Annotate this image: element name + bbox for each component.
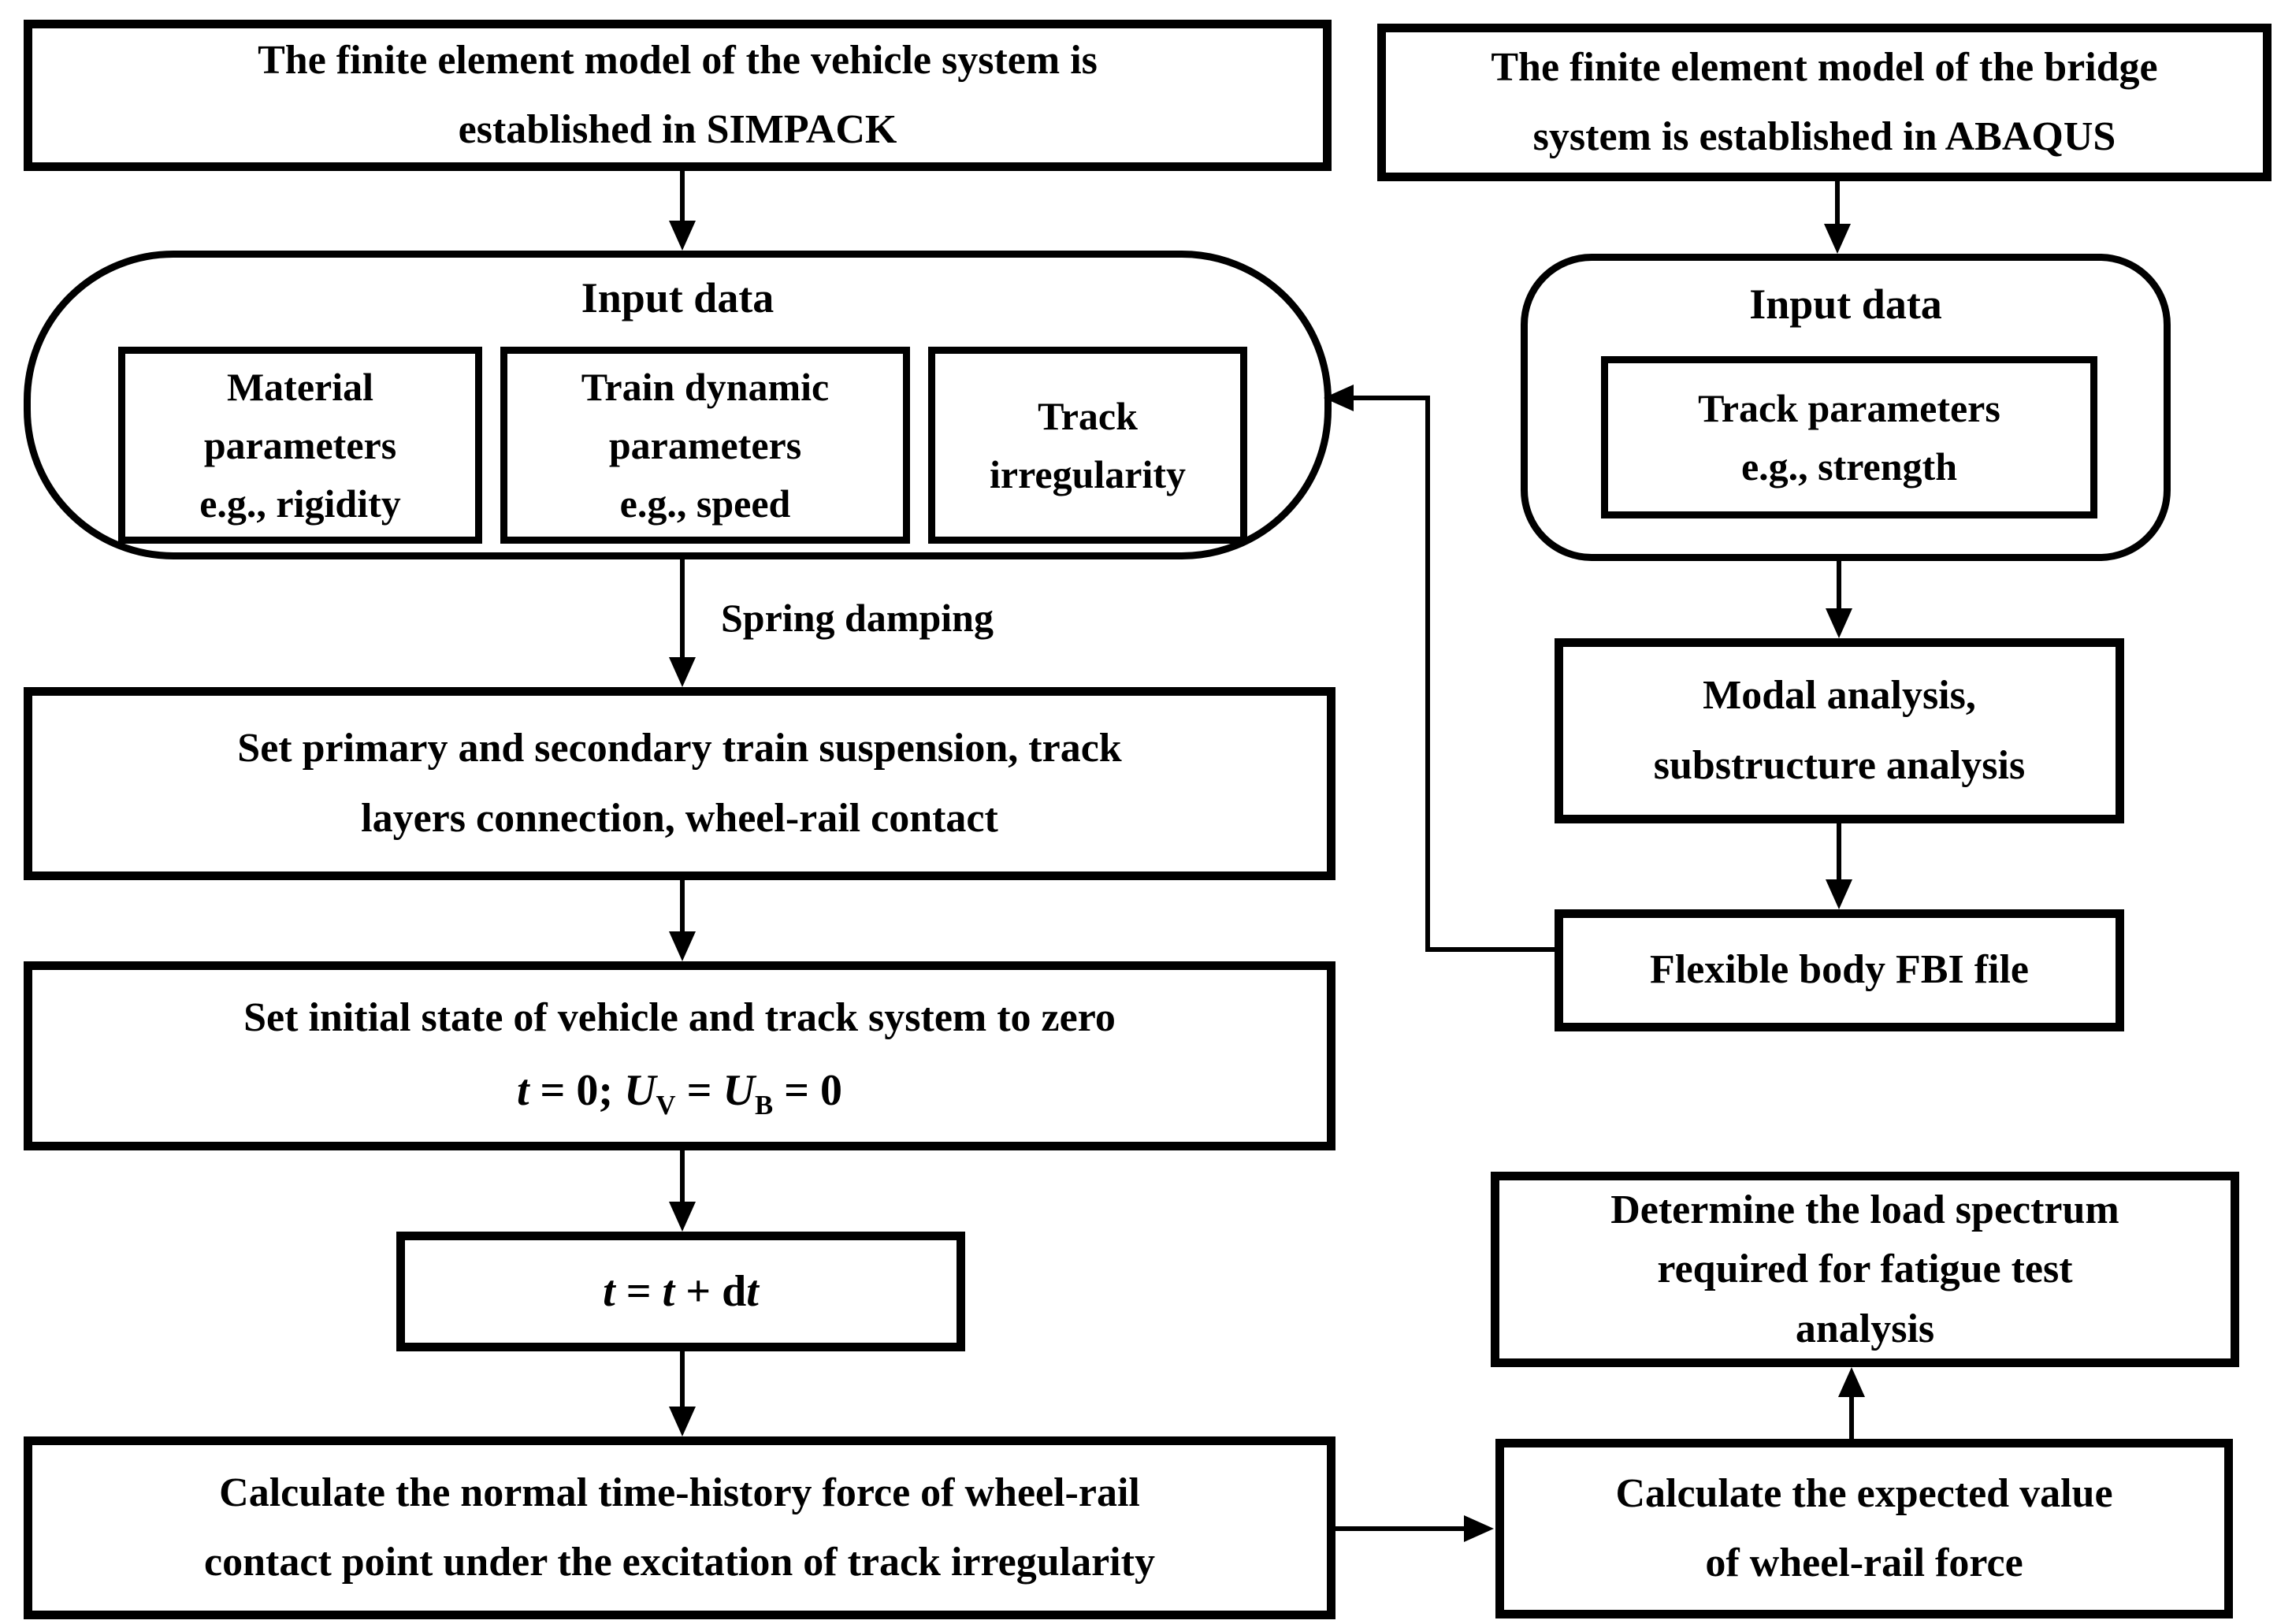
node-determine-line2: required for fatigue test [1657, 1247, 2073, 1292]
node-track-irregularity-line2: irregularity [990, 452, 1186, 496]
var-t1: t [603, 1267, 615, 1316]
arrow-input-to-modal-line [1837, 559, 1841, 610]
node-calc-normal-line2: contact point under the excitation of tr… [204, 1540, 1155, 1585]
arrow-suspension-to-initial-head [669, 931, 696, 961]
node-train-dynamic-parameters: Train dynamic parameters e.g., speed [500, 347, 910, 544]
arrow-expected-to-determine-line [1849, 1395, 1854, 1440]
node-vehicle-model: The finite element model of the vehicle … [24, 20, 1332, 171]
arrow-fbi-feedback-top-segment [1352, 396, 1430, 400]
arrow-initial-to-timestep-head [669, 1202, 696, 1232]
time-step-plus: + [674, 1267, 723, 1316]
arrow-timestep-to-calcnormal-line [680, 1350, 685, 1409]
node-set-suspension: Set primary and secondary train suspensi… [24, 687, 1335, 880]
node-determine-line3: analysis [1795, 1306, 1935, 1351]
node-determine-load-spectrum: Determine the load spectrum required for… [1491, 1172, 2239, 1367]
arrow-bridge-to-input-line [1835, 180, 1840, 225]
arrow-timestep-to-calcnormal-head [669, 1407, 696, 1436]
operator-d: d [722, 1267, 747, 1316]
node-set-suspension-line2: layers connection, wheel-rail contact [361, 795, 998, 841]
arrow-suspension-to-initial-line [680, 879, 685, 932]
node-modal-analysis-line2: substructure analysis [1653, 742, 2026, 788]
node-set-initial-line1: Set initial state of vehicle and track s… [243, 995, 1116, 1041]
node-set-initial-state: Set initial state of vehicle and track s… [24, 961, 1335, 1150]
node-track-parameters-line1: Track parameters [1698, 386, 2000, 430]
time-step-eq: = [615, 1267, 663, 1316]
arrow-initial-to-timestep-line [680, 1149, 685, 1202]
node-time-step: t = t + dt [396, 1232, 965, 1351]
node-modal-analysis-line1: Modal analysis, [1703, 673, 1976, 719]
arrow-input-to-suspension-head [669, 657, 696, 687]
node-bridge-model-line1: The finite element model of the bridge [1491, 44, 2158, 90]
node-set-initial-formula: t = 0; UV = UB = 0 [517, 1054, 842, 1128]
node-determine-line1: Determine the load spectrum [1610, 1187, 2119, 1232]
node-track-parameters-line2: e.g., strength [1740, 444, 1958, 489]
node-train-dynamic-line3: e.g., speed [619, 481, 791, 526]
arrow-modal-to-fbi-line [1837, 822, 1841, 881]
arrow-input-to-modal-head [1826, 608, 1852, 638]
arrow-fbi-feedback-bottom-segment [1428, 947, 1558, 952]
subscript-v: V [656, 1089, 676, 1120]
var-u-vehicle: U [624, 1065, 656, 1115]
node-train-dynamic-line1: Train dynamic [581, 365, 830, 409]
subscript-b: B [754, 1089, 774, 1120]
arrow-fbi-feedback-head [1324, 385, 1354, 411]
node-track-parameters: Track parameters e.g., strength [1601, 356, 2097, 518]
input-data-left-title: Input data [581, 274, 775, 321]
edge-label-spring-damping: Spring damping [721, 596, 994, 640]
var-t: t [516, 1065, 529, 1115]
node-track-irregularity: Track irregularity [928, 347, 1247, 544]
arrow-fbi-feedback-vertical-segment [1425, 396, 1430, 952]
node-bridge-model-line2: system is established in ABAQUS [1532, 114, 2116, 159]
node-material-parameters: Material parameters e.g., rigidity [118, 347, 482, 544]
node-material-parameters-line2: parameters [203, 423, 397, 467]
node-calc-normal-force: Calculate the normal time-history force … [24, 1436, 1335, 1619]
node-material-parameters-line3: e.g., rigidity [199, 481, 401, 526]
node-vehicle-model-line2: established in SIMPACK [458, 107, 897, 152]
node-calc-expected-line2: of wheel-rail force [1705, 1540, 2023, 1585]
var-t3: t [746, 1267, 759, 1316]
node-modal-analysis: Modal analysis, substructure analysis [1555, 638, 2124, 823]
node-track-irregularity-line1: Track [1038, 394, 1138, 438]
arrow-vehicle-to-input-head [669, 221, 696, 251]
arrow-modal-to-fbi-head [1826, 879, 1852, 909]
node-fbi-file-line1: Flexible body FBI file [1650, 947, 2029, 993]
formula-eq2: = 0 [773, 1065, 843, 1115]
node-calc-expected-value: Calculate the expected value of wheel-ra… [1495, 1439, 2233, 1618]
var-u-bridge: U [723, 1065, 755, 1115]
arrow-input-to-suspension-line [680, 558, 685, 659]
node-material-parameters-line1: Material [226, 365, 373, 409]
node-set-suspension-line1: Set primary and secondary train suspensi… [237, 726, 1122, 771]
arrow-bridge-to-input-head [1824, 224, 1851, 254]
node-calc-expected-line1: Calculate the expected value [1615, 1470, 2113, 1516]
node-calc-normal-line1: Calculate the normal time-history force … [219, 1470, 1140, 1515]
arrow-calcnormal-to-expected-head [1464, 1515, 1494, 1542]
formula-eq0: = 0; [529, 1065, 625, 1115]
node-vehicle-model-line1: The finite element model of the vehicle … [258, 37, 1098, 83]
node-fbi-file: Flexible body FBI file [1555, 909, 2124, 1031]
node-bridge-model: The finite element model of the bridge s… [1377, 24, 2272, 181]
node-time-step-formula: t = t + dt [603, 1266, 759, 1317]
formula-eq1: = [675, 1065, 723, 1115]
node-train-dynamic-line2: parameters [608, 423, 802, 467]
var-t2: t [662, 1267, 675, 1316]
input-data-right-title: Input data [1749, 281, 1942, 328]
arrow-expected-to-determine-head [1838, 1367, 1865, 1397]
arrow-vehicle-to-input-line [680, 169, 685, 225]
arrow-calcnormal-to-expected-line [1334, 1526, 1465, 1531]
